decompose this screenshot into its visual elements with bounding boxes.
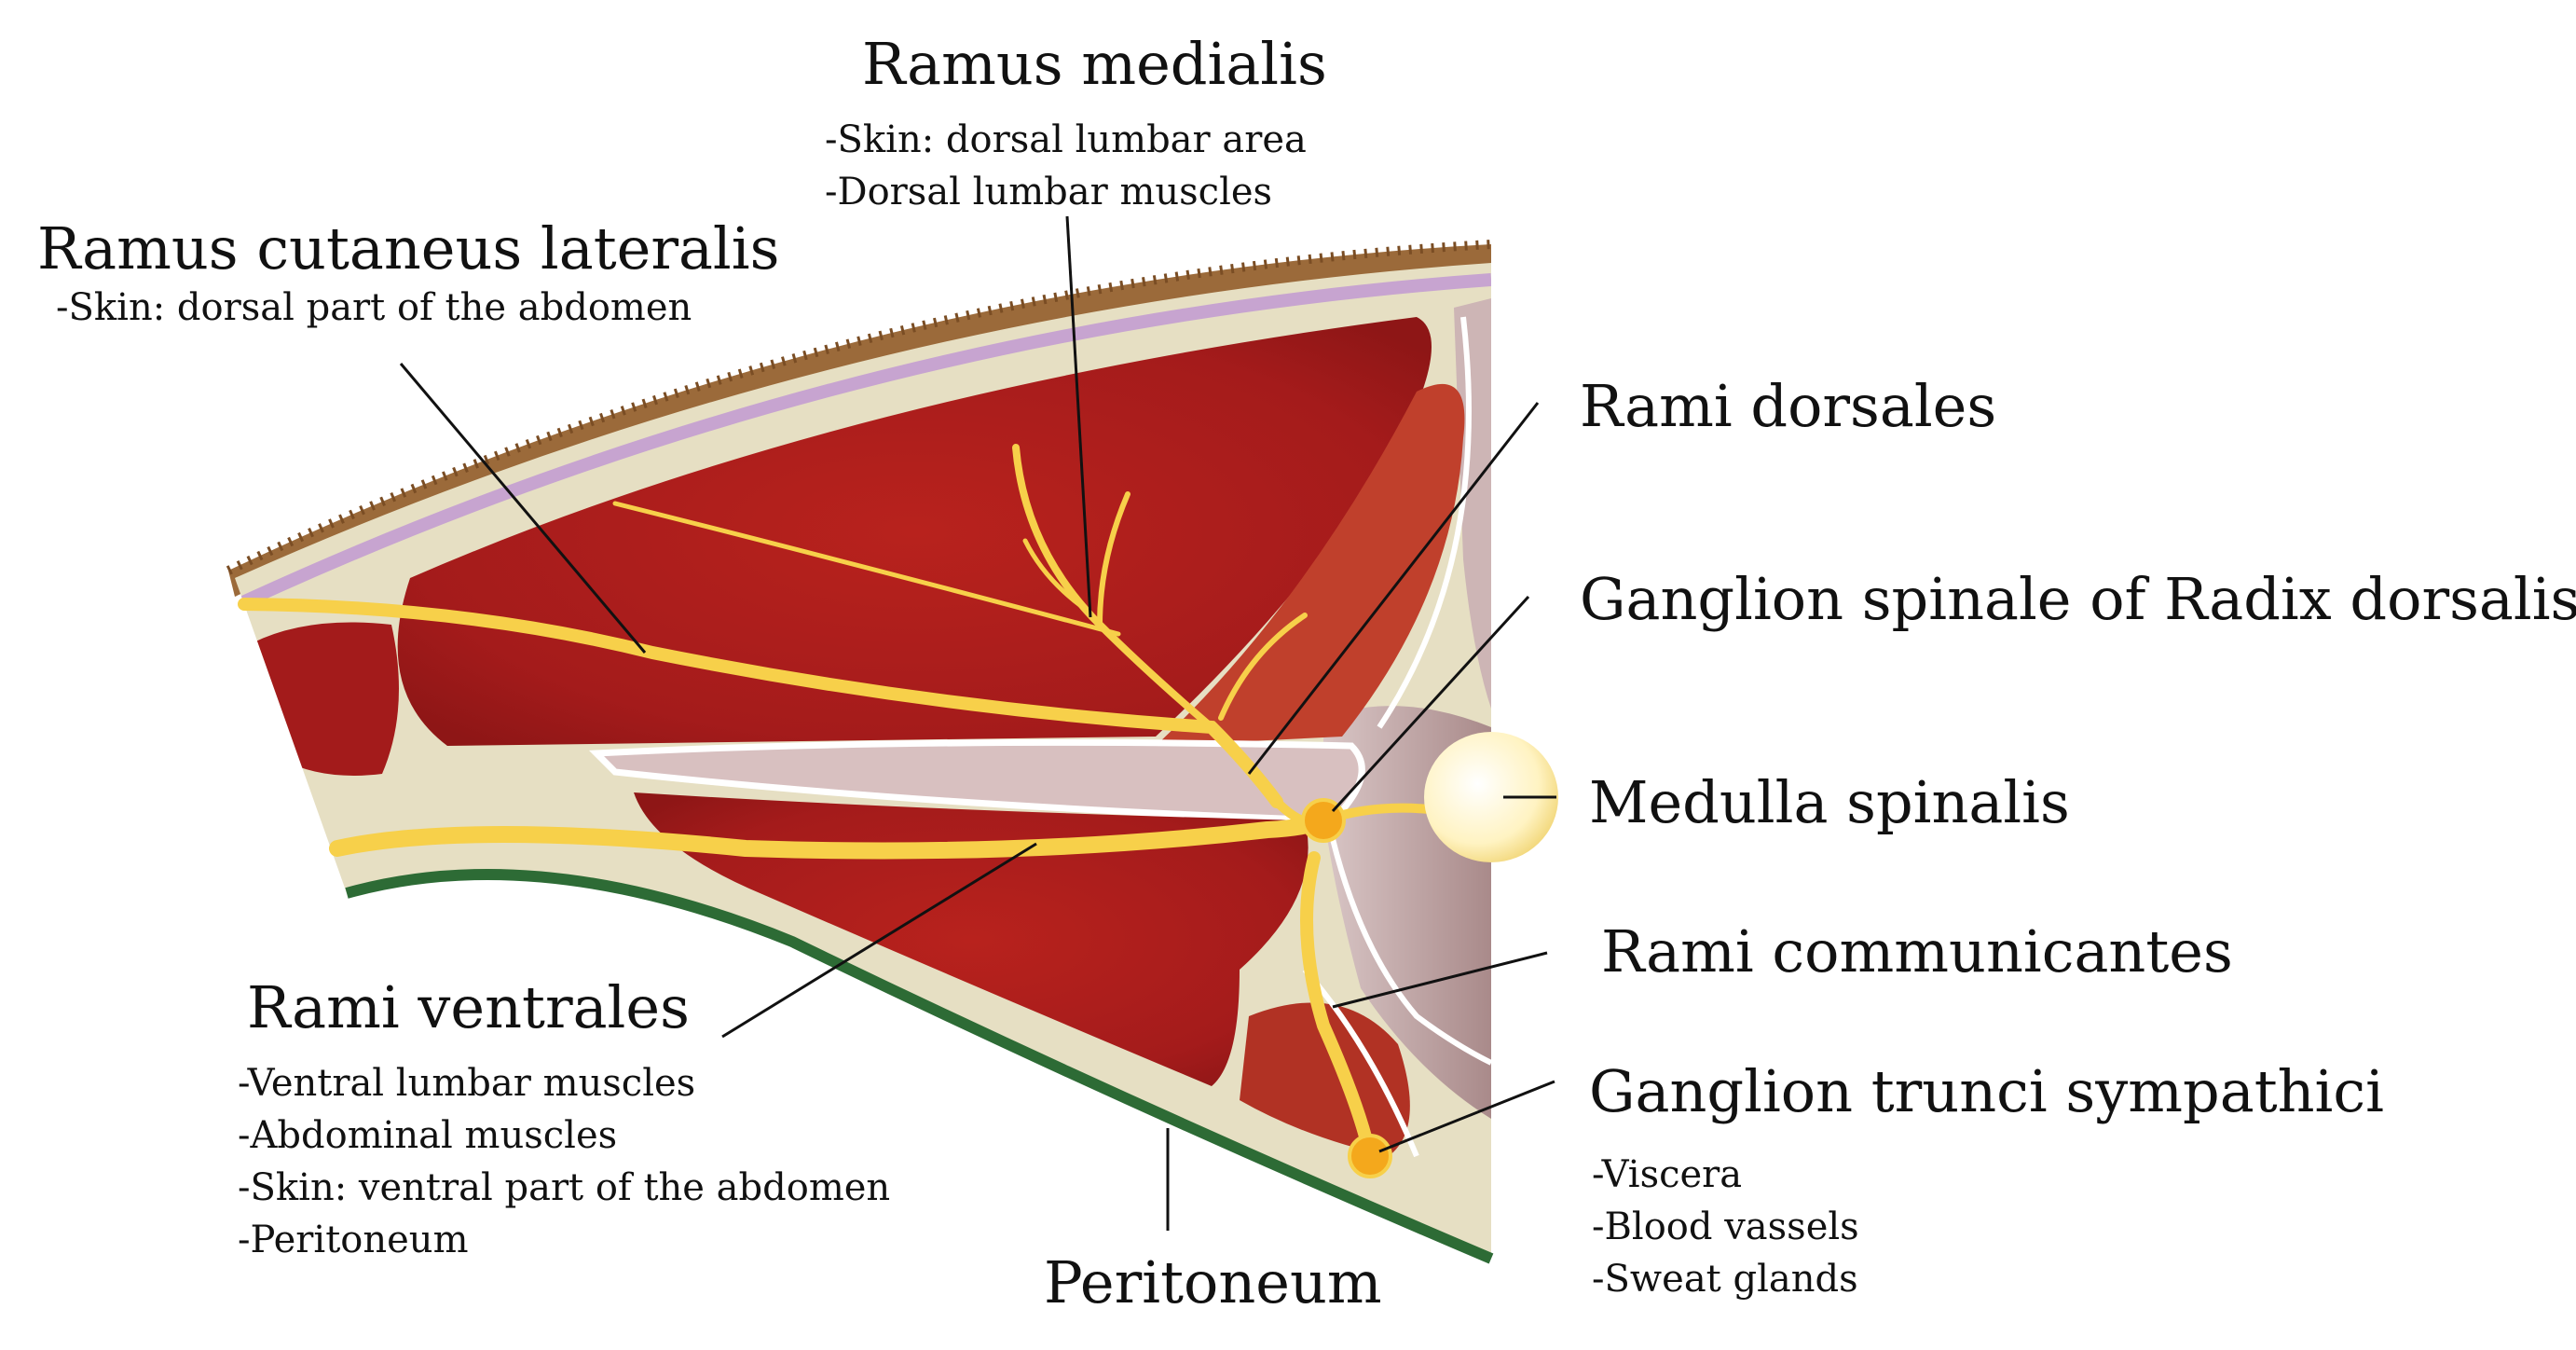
peritoneum-line [345,868,1494,1264]
rami-dorsales-label: Rami dorsales [1580,372,1997,440]
rami-ventrales-item-3: -Skin: ventral part of the abdomen [238,1166,891,1209]
ramus-medialis-item-1: -Skin: dorsal lumbar area [825,118,1307,161]
ganglion-spinale-label: Ganglion spinale of Radix dorsalis [1580,565,2576,633]
peritoneum-label: Peritoneum [1044,1248,1382,1316]
ganglion-trunci-item-1: -Viscera [1592,1153,1743,1196]
ganglion-trunci-title: Ganglion trunci sympathici [1589,1057,2384,1125]
rami-communicantes-nerve [1300,851,1377,1163]
ganglion-trunci-item-3: -Sweat glands [1592,1258,1858,1301]
ramus-cutaneus-lateralis-title: Ramus cutaneus lateralis [37,214,780,282]
rami-ventrales-item-1: -Ventral lumbar muscles [238,1062,696,1105]
ramus-medialis-item-2: -Dorsal lumbar muscles [825,171,1273,214]
spinous-process-area [1454,298,1491,709]
ganglion-trunci-sympathici [1348,1134,1392,1178]
lateral-muscle-small [252,622,399,776]
rami-ventrales-item-2: -Abdominal muscles [238,1114,618,1157]
rami-communicantes-label: Rami communicantes [1601,917,2233,985]
transverse-process [588,738,1365,824]
nerves [238,444,1449,1163]
medulla-spinalis [1424,732,1558,862]
medulla-spinalis-label: Medulla spinalis [1589,768,2070,836]
ganglion-trunci-item-2: -Blood vassels [1592,1205,1859,1248]
ramus-cutaneus-lateralis-nerve [238,598,1283,808]
rami-ventrales-item-4: -Peritoneum [238,1219,469,1261]
psoas-muscle [1240,1002,1410,1156]
ramus-ventralis-nerve [329,812,1332,860]
ventral-muscle [634,792,1309,1086]
multifidus-muscle [1156,383,1465,746]
skin-layer [235,273,1491,613]
ramus-medialis-title: Ramus medialis [862,30,1327,98]
ramus-cutaneus-lateralis-item-1: -Skin: dorsal part of the abdomen [56,286,692,329]
leader-lines [399,215,1556,1231]
rami-ventrales-title: Rami ventrales [247,973,690,1041]
dorsal-muscle [397,317,1432,746]
